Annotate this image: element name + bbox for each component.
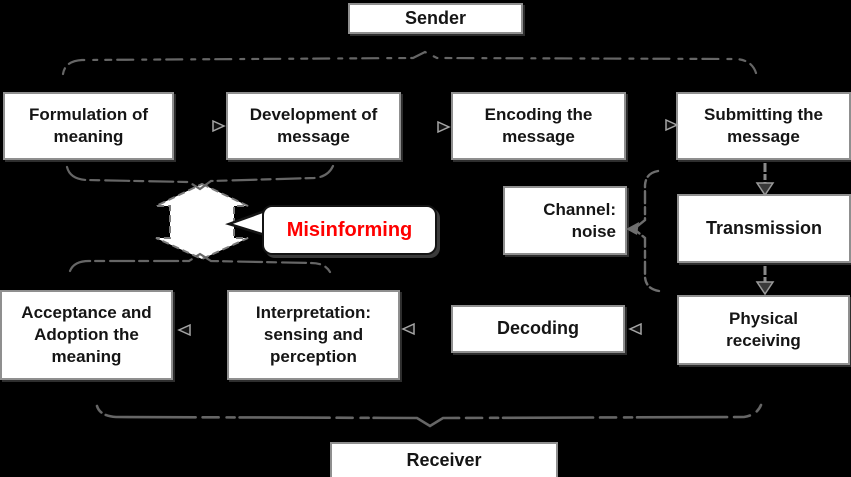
node-formulation-of-meaning: Formulation of meaning bbox=[3, 92, 174, 160]
channel-brace-arrowhead-icon bbox=[626, 222, 639, 235]
node-sender: Sender bbox=[348, 3, 523, 34]
misinforming-brace-bottom bbox=[68, 252, 332, 274]
receiver-brace bbox=[95, 403, 763, 428]
callout-tail-icon bbox=[225, 209, 266, 237]
node-receiver: Receiver bbox=[330, 442, 558, 477]
misinforming-callout: Misinforming bbox=[262, 205, 437, 255]
sender-brace bbox=[61, 50, 758, 76]
node-submitting-the-message: Submitting the message bbox=[676, 92, 851, 160]
node-decoding: Decoding bbox=[451, 305, 625, 353]
node-acceptance-and-adoption: Acceptance and Adoption the meaning bbox=[0, 290, 173, 380]
node-interpretation: Interpretation: sensing and perception bbox=[227, 290, 400, 380]
arrow-physical-to-decoding-icon bbox=[628, 322, 642, 336]
node-transmission: Transmission bbox=[677, 194, 851, 263]
node-physical-receiving: Physical receiving bbox=[677, 295, 850, 365]
misinforming-brace-top bbox=[65, 164, 335, 191]
node-channel-noise: Channel: noise bbox=[503, 186, 627, 255]
arrow-decoding-to-interpretation-icon bbox=[401, 322, 415, 336]
double-arrow-icon bbox=[155, 182, 249, 261]
node-encoding-the-message: Encoding the message bbox=[451, 92, 626, 160]
arrow-interpretation-to-acceptance-icon bbox=[177, 323, 191, 337]
arrow-development-to-encoding-icon bbox=[437, 120, 451, 134]
node-development-of-message: Development of message bbox=[226, 92, 401, 160]
channel-brace bbox=[632, 169, 661, 293]
arrow-transmission-to-physical-head-icon bbox=[755, 281, 775, 296]
arrow-formulation-to-development-icon bbox=[212, 119, 226, 133]
misinforming-label: Misinforming bbox=[286, 218, 413, 241]
